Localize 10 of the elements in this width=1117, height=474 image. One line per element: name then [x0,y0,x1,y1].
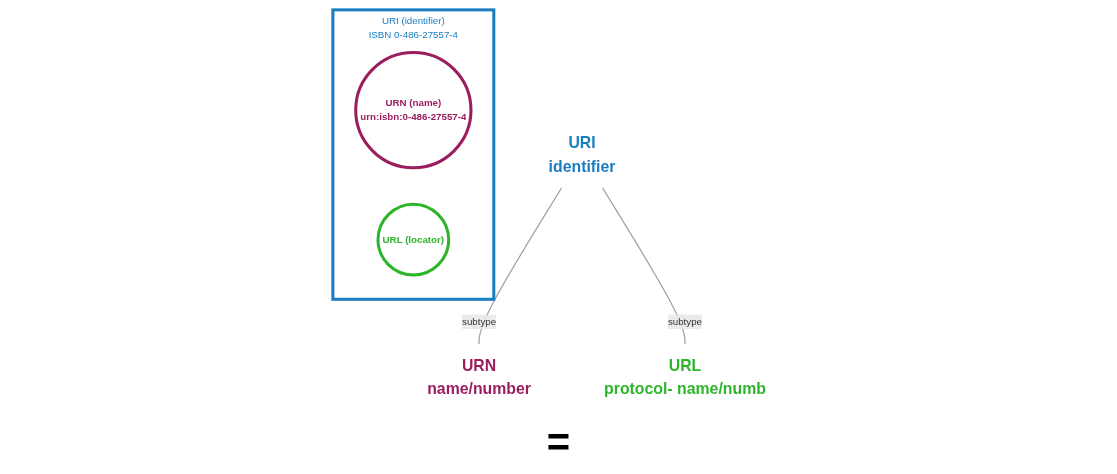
node-text: URI identifier [548,133,616,176]
connector [601,186,686,345]
equals-sign: = [546,420,571,464]
node-circle: URL (locator) [376,202,451,277]
edge-label: subtype [462,316,497,327]
node-circle: URN (name) urn:isbn:0-486-27557-4 [354,50,473,170]
node-text: URL protocol- name/numb [604,355,766,398]
connector [478,186,563,345]
edge-label: subtype [667,316,703,327]
node-text: URN name/number [427,355,531,398]
